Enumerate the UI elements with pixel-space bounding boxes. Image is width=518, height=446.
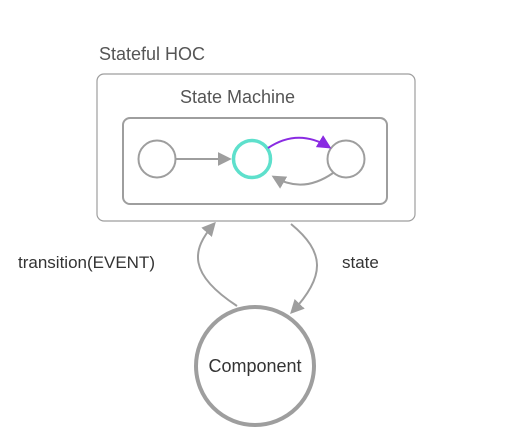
component-node <box>194 305 316 427</box>
transition-next-to-active <box>271 172 334 189</box>
state-node-next <box>326 139 366 179</box>
state-arrow <box>290 223 318 315</box>
state-node-initial <box>137 139 177 179</box>
stateful-hoc-box <box>96 73 416 222</box>
transition-event-label: transition(EVENT) <box>18 253 155 272</box>
state-machine-label: State Machine <box>180 87 295 107</box>
state-machine-box <box>122 117 388 205</box>
transition-active-to-next <box>267 135 332 149</box>
component-label: Component <box>208 356 301 376</box>
transition-event-arrow <box>197 221 238 307</box>
state-label: state <box>342 253 379 272</box>
state-node-active <box>231 138 273 180</box>
stateful-hoc-label: Stateful HOC <box>99 44 205 64</box>
